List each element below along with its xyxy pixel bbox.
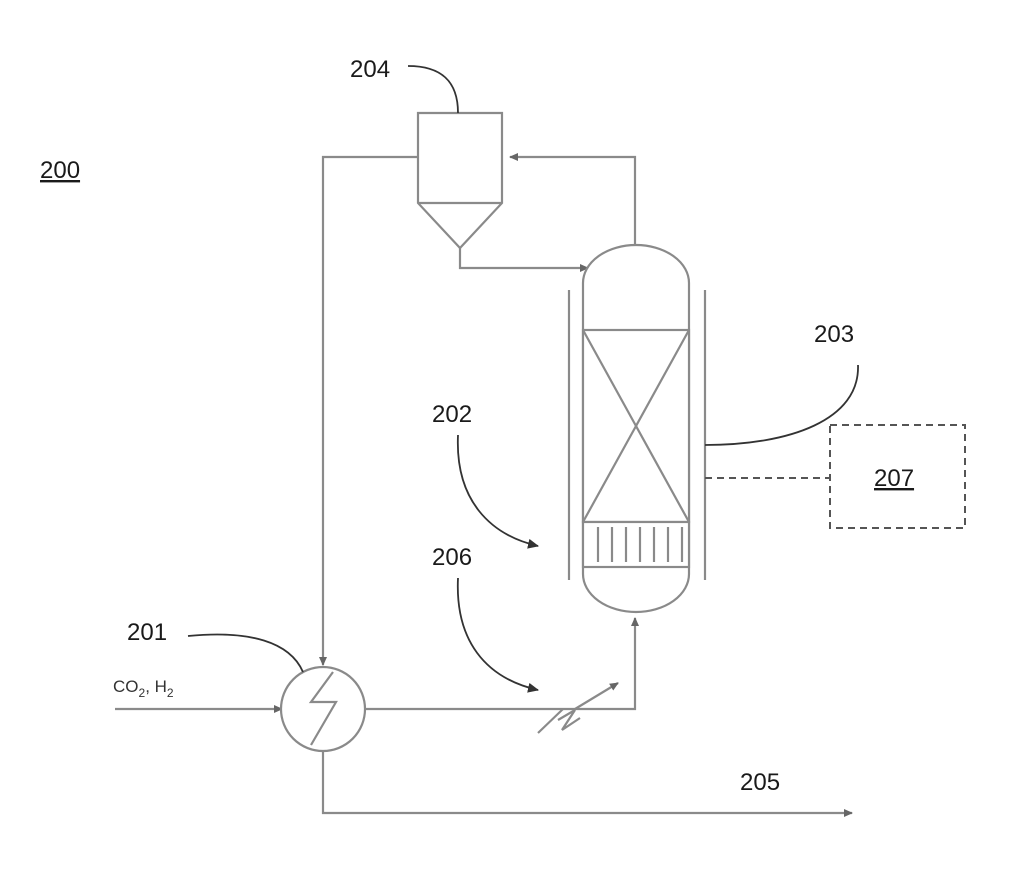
label-205: 205 (740, 769, 780, 796)
distributor-grid (583, 522, 689, 567)
label-204: 204 (350, 56, 390, 83)
label-201: 201 (127, 619, 167, 646)
separator-vessel (418, 113, 502, 248)
leader-204 (408, 66, 458, 113)
system-label: 200 (40, 157, 80, 184)
label-203: 203 (814, 321, 854, 348)
label-207: 207 (874, 465, 914, 492)
label-202: 202 (432, 401, 472, 428)
arrow-206 (458, 578, 538, 690)
reactor-overhead-line (510, 157, 635, 248)
recycle-line (323, 157, 418, 665)
label-206: 206 (432, 544, 472, 571)
leader-203 (705, 365, 858, 445)
reactor-feed-line (366, 618, 635, 709)
leader-201 (188, 635, 303, 673)
heat-exchanger (281, 667, 365, 751)
separator-return-line (460, 248, 588, 268)
arrow-202 (458, 435, 538, 546)
feed-label: CO2, H2 (113, 677, 174, 700)
